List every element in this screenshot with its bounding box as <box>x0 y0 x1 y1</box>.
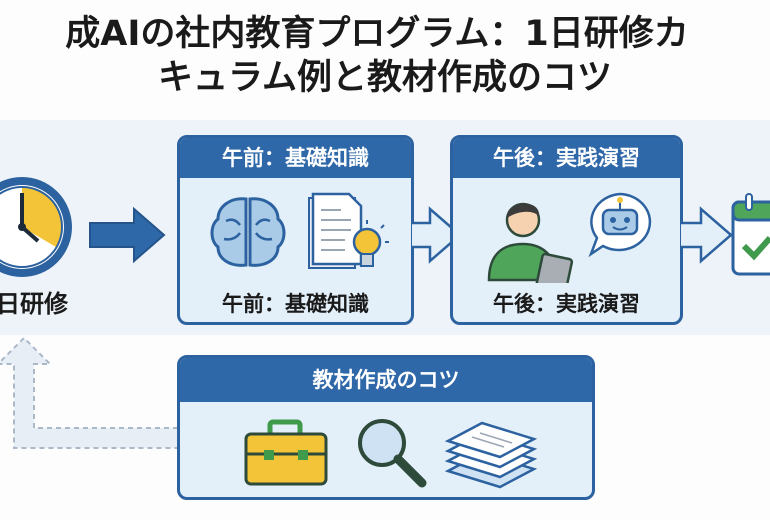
afternoon-header: 午後：実践演習 <box>453 138 680 178</box>
person-tablet-icon <box>487 202 574 283</box>
document-lightbulb-icon <box>308 192 389 269</box>
tips-header: 教材作成のコツ <box>180 358 592 402</box>
start-label: 日研修 <box>0 290 68 318</box>
page-title-line2: キュラム例と教材作成のコツ <box>158 58 612 98</box>
toolbox-icon <box>244 419 328 486</box>
arrow-right-icon <box>681 206 733 264</box>
robot-chat-icon <box>588 192 652 258</box>
morning-session-card: 午前：基礎知識 午前：基礎知識 <box>177 135 414 325</box>
paper-stack-icon <box>444 421 538 489</box>
tips-card: 教材作成のコツ <box>177 355 595 500</box>
magnifier-icon <box>358 419 427 488</box>
calendar-check-icon <box>731 193 770 276</box>
afternoon-session-card: 午後：実践演習 午後：実践演習 <box>450 135 683 325</box>
return-arrow-icon <box>0 336 178 449</box>
arrow-right-icon <box>89 206 166 264</box>
page-title-line1: 成AIの社内教育プログラム：1日研修カ <box>65 14 689 54</box>
morning-header: 午前：基礎知識 <box>180 138 411 178</box>
brain-icon <box>210 197 286 267</box>
clock-icon <box>0 177 72 277</box>
morning-caption: 午前：基礎知識 <box>222 292 369 316</box>
afternoon-caption: 午後：実践演習 <box>493 292 640 316</box>
